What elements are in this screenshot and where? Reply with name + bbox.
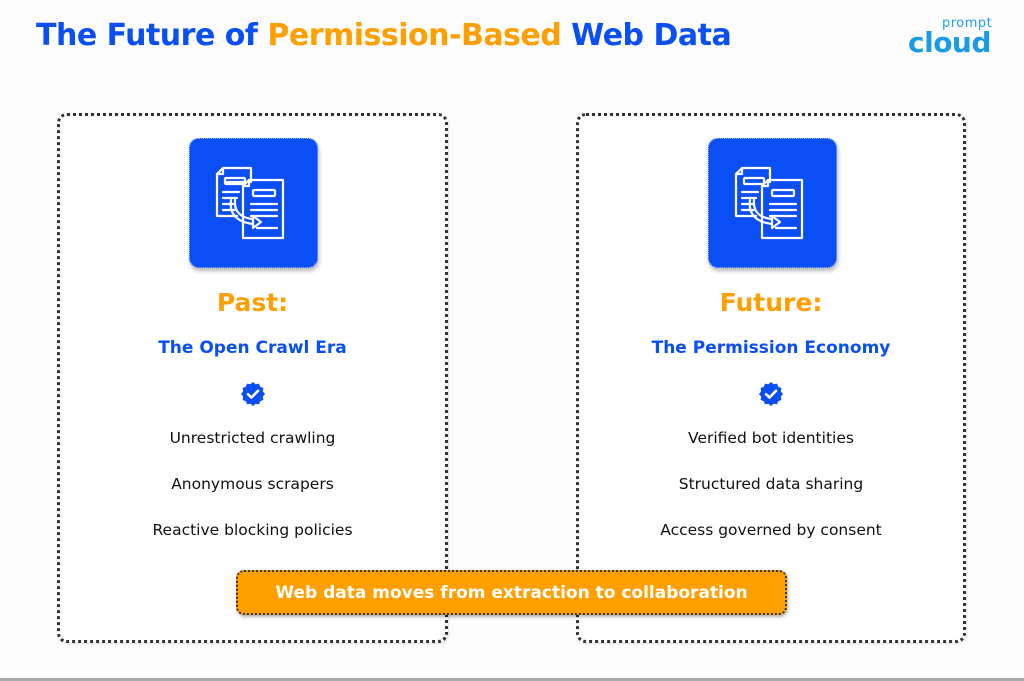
list-item: Anonymous scrapers xyxy=(171,475,334,493)
past-subheading: The Open Crawl Era xyxy=(158,338,347,358)
title-part-3: Web Data xyxy=(561,18,732,53)
title-part-1: The Future of xyxy=(36,18,268,53)
list-item: Verified bot identities xyxy=(688,429,854,447)
page-title: The Future of Permission-Based Web Data xyxy=(36,18,732,53)
verified-check-icon xyxy=(758,381,784,407)
list-item: Access governed by consent xyxy=(660,521,882,539)
list-item: Reactive blocking policies xyxy=(152,521,353,539)
document-transfer-icon xyxy=(189,138,318,268)
past-items-list: Unrestricted crawling Anonymous scrapers… xyxy=(60,426,445,564)
past-card: Past: The Open Crawl Era Unrestricted cr… xyxy=(57,113,448,643)
future-heading: Future: xyxy=(719,288,823,317)
future-subheading: The Permission Economy xyxy=(651,338,891,358)
past-heading: Past: xyxy=(216,288,289,317)
bottom-divider xyxy=(0,678,1024,681)
future-items-list: Verified bot identities Structured data … xyxy=(579,426,963,564)
future-card: Future: The Permission Economy Verified … xyxy=(576,113,966,643)
verified-check-icon xyxy=(240,381,266,407)
list-item: Structured data sharing xyxy=(678,475,864,493)
list-item: Unrestricted crawling xyxy=(169,429,336,447)
summary-banner-text: Web data moves from extraction to collab… xyxy=(275,582,748,603)
logo-text-prompt: prompt xyxy=(942,16,993,31)
logo-text-cloud: cloud xyxy=(908,26,991,59)
document-transfer-icon xyxy=(708,138,837,268)
promptcloud-logo: prompt cloud xyxy=(906,14,1002,64)
title-highlight: Permission-Based xyxy=(267,18,562,53)
summary-banner: Web data moves from extraction to collab… xyxy=(236,570,787,615)
